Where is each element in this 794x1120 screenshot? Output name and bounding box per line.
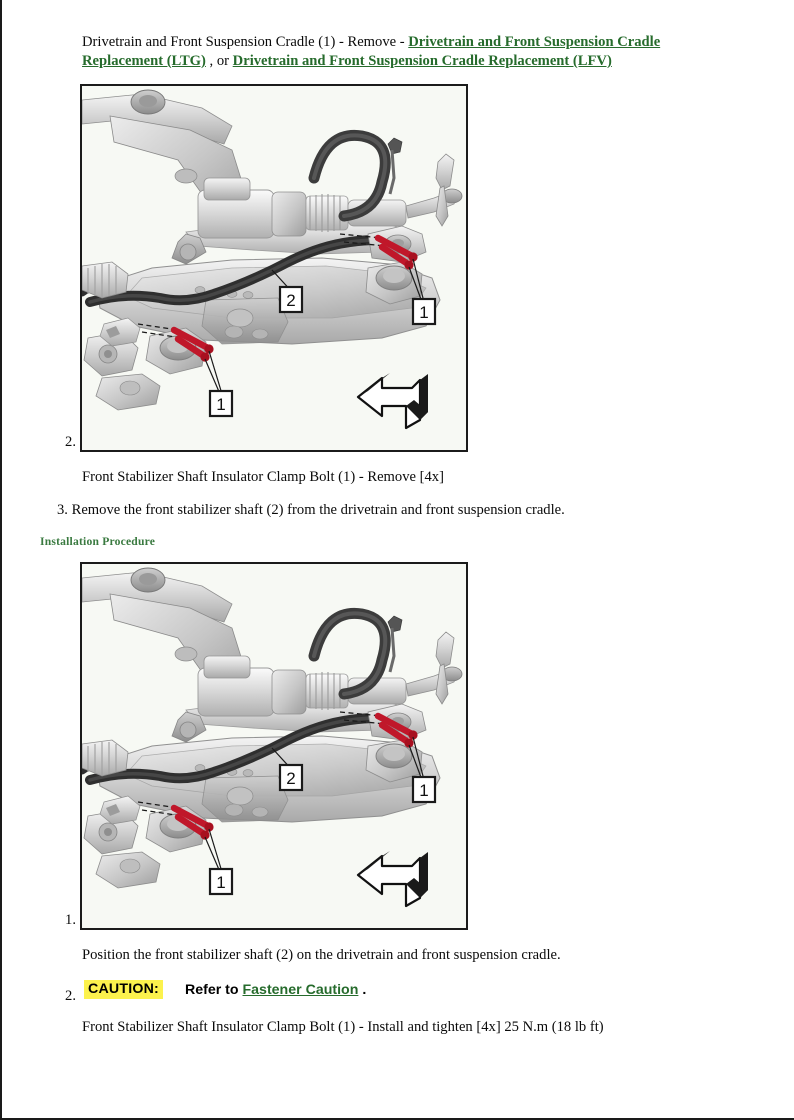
stabilizer-shaft-illustration-install: 2 1 1: [82, 564, 466, 928]
link-cradle-replacement-ltg[interactable]: Drivetrain and Front Suspension Cradle R…: [82, 34, 661, 69]
callout-box-1-left: 1: [208, 389, 234, 418]
installation-step-2-marker: 2.: [65, 988, 76, 1004]
callout-box-1-right: 1: [411, 775, 437, 804]
callout-1-left-bolts: [137, 323, 223, 395]
removal-step-3: 3. Remove the front stabilizer shaft (2)…: [57, 502, 565, 518]
callout-1-left-bolts: [137, 801, 223, 873]
lead-middle-text: , or: [205, 53, 233, 69]
svg-text:1: 1: [216, 873, 225, 892]
installation-step-2-caption: Front Stabilizer Shaft Insulator Clamp B…: [82, 1019, 604, 1035]
lead-prefix-text: Drivetrain and Front Suspension Cradle (…: [82, 34, 409, 50]
removal-lead-paragraph: Drivetrain and Front Suspension Cradle (…: [82, 33, 707, 71]
caution-prefix-text: Refer to: [184, 981, 243, 998]
link-cradle-replacement-lfv[interactable]: Drivetrain and Front Suspension Cradle R…: [232, 53, 612, 69]
callout-box-2: 2: [278, 285, 304, 314]
svg-text:1: 1: [216, 395, 225, 414]
svg-text:2: 2: [286, 769, 295, 788]
link-fastener-caution[interactable]: Fastener Caution: [242, 981, 359, 998]
stabilizer-shaft-illustration: 2 1 1: [82, 86, 466, 450]
installation-step-1-caption: Position the front stabilizer shaft (2) …: [82, 947, 561, 963]
callout-1-right-bolts: [339, 233, 425, 303]
callout-box-1-left: 1: [208, 867, 234, 896]
caution-suffix-text: .: [358, 981, 367, 998]
vehicle-forward-arrow: [356, 373, 428, 430]
caution-label: CAUTION:: [84, 980, 163, 999]
callout-box-1-right: 1: [411, 297, 437, 326]
caution-notice: CAUTION: Refer to Fastener Caution .: [84, 980, 366, 999]
svg-text:2: 2: [286, 291, 295, 310]
callout-1-right-bolts: [339, 711, 425, 781]
caution-body: Refer to Fastener Caution .: [185, 982, 366, 998]
svg-text:1: 1: [419, 781, 428, 800]
vehicle-forward-arrow: [356, 851, 428, 908]
figure-removal: 2 1 1: [80, 84, 468, 452]
removal-step-2-marker: 2.: [65, 434, 76, 450]
installation-step-1-marker: 1.: [65, 912, 76, 928]
installation-procedure-heading: Installation Procedure: [40, 535, 156, 548]
removal-step-2-caption: Front Stabilizer Shaft Insulator Clamp B…: [82, 469, 444, 485]
callout-box-2: 2: [278, 763, 304, 792]
figure-installation: 2 1 1: [80, 562, 468, 930]
svg-text:1: 1: [419, 303, 428, 322]
